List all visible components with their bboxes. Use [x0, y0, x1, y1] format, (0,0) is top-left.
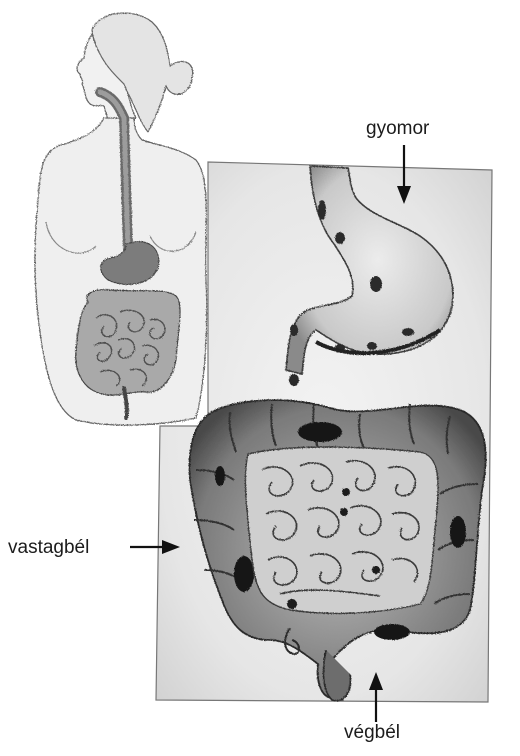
label-large-intestine: vastagbél: [8, 537, 89, 559]
label-stomach: gyomor: [366, 118, 429, 140]
human-figure: [35, 13, 207, 425]
label-rectum: végbél: [344, 722, 400, 744]
